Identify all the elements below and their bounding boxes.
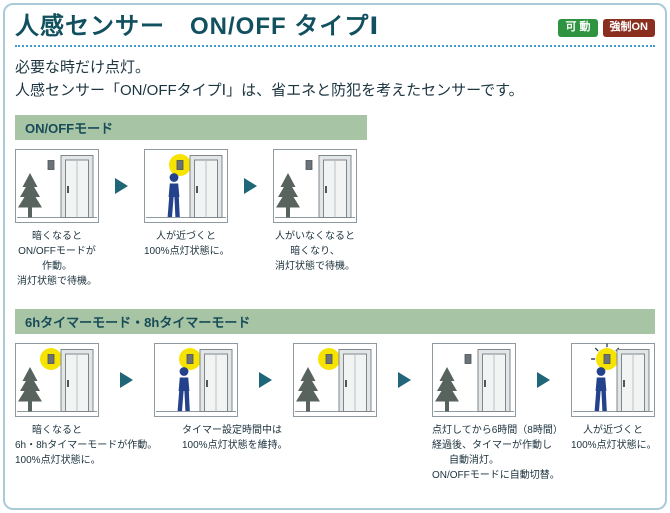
porch-light-icon (305, 160, 313, 171)
flow-arrow-icon (115, 178, 128, 195)
porch-light-icon (325, 354, 333, 365)
timer-mode-section: 6hタイマーモード・8hタイマーモード (15, 309, 657, 483)
flow-arrow-icon (244, 178, 257, 195)
person-icon (167, 173, 180, 218)
tree-icon (296, 367, 320, 412)
porch-light-icon (186, 354, 194, 365)
scene-illustration (432, 343, 516, 418)
flow-arrow-icon (537, 372, 550, 389)
porch-light-icon (47, 354, 55, 365)
door-icon (189, 155, 223, 219)
onoff-mode-section: ON/OFFモード (15, 115, 655, 289)
tree-icon (18, 367, 42, 412)
scene-svg (144, 149, 228, 224)
porch-light-icon (603, 354, 611, 365)
scene-svg (154, 343, 238, 418)
scene-svg (15, 343, 99, 418)
flow-arrow-icon (398, 372, 411, 389)
catalog-card: 人感センサー ON/OFF タイプⅠ 可 動 強制ON 必要な時だけ点灯。 人感… (3, 3, 667, 510)
porch-light-icon (176, 160, 184, 171)
flow-arrow-icon (259, 372, 272, 389)
door-icon (60, 155, 94, 219)
porch-light-icon (464, 354, 472, 365)
door-icon (338, 349, 372, 413)
scene-illustration (144, 149, 228, 224)
page-title: 人感センサー ON/OFF タイプⅠ (15, 13, 380, 40)
scene-illustration (15, 343, 99, 418)
scene-svg (571, 343, 655, 418)
scene-illustration (273, 149, 357, 224)
person-icon (594, 367, 607, 412)
intro-line-2: 人感センサー「ON/OFFタイプⅠ」は、省エネと防犯を考えたセンサーです。 (15, 82, 524, 100)
step-caption: 人がいなくなると暗くなり、消灯状態で待機。 (275, 231, 355, 273)
door-icon (318, 155, 352, 219)
person-icon (177, 367, 190, 412)
scene-svg (273, 149, 357, 224)
tree-icon (18, 173, 42, 218)
scene-svg (15, 149, 99, 224)
movable-badge: 可 動 (558, 19, 598, 37)
intro-line-1: 必要な時だけ点灯。 (15, 58, 151, 76)
header-row: 人感センサー ON/OFF タイプⅠ 可 動 強制ON (15, 13, 655, 42)
scene-svg (432, 343, 516, 418)
door-icon (199, 349, 233, 413)
door-icon (60, 349, 94, 413)
flow-step (293, 343, 377, 423)
flow-arrow-icon (120, 372, 133, 389)
step-caption: 点灯してから6時間（8時間）経過後、タイマーが作動し自動消灯。ON/OFFモード… (432, 425, 563, 482)
onoff-mode-header: ON/OFFモード (15, 115, 367, 141)
timer-mode-header: 6hタイマーモード・8hタイマーモード (15, 309, 655, 335)
flow-step: 人がいなくなると暗くなり、消灯状態で待機。 (273, 149, 357, 274)
dotted-divider (15, 44, 655, 47)
forced-on-badge: 強制ON (602, 19, 655, 37)
flow-step: 点灯してから6時間（8時間）経過後、タイマーが作動し自動消灯。ON/OFFモード… (432, 343, 563, 483)
badge-group: 可 動 強制ON (558, 19, 655, 37)
scene-svg (293, 343, 377, 418)
scene-illustration (15, 149, 99, 224)
scene-illustration (293, 343, 377, 418)
scene-illustration (571, 343, 655, 418)
tree-icon (435, 367, 459, 412)
scene-illustration (154, 343, 238, 418)
door-icon (477, 349, 511, 413)
door-icon (616, 349, 650, 413)
porch-light-icon (47, 160, 55, 171)
tree-icon (276, 173, 300, 218)
